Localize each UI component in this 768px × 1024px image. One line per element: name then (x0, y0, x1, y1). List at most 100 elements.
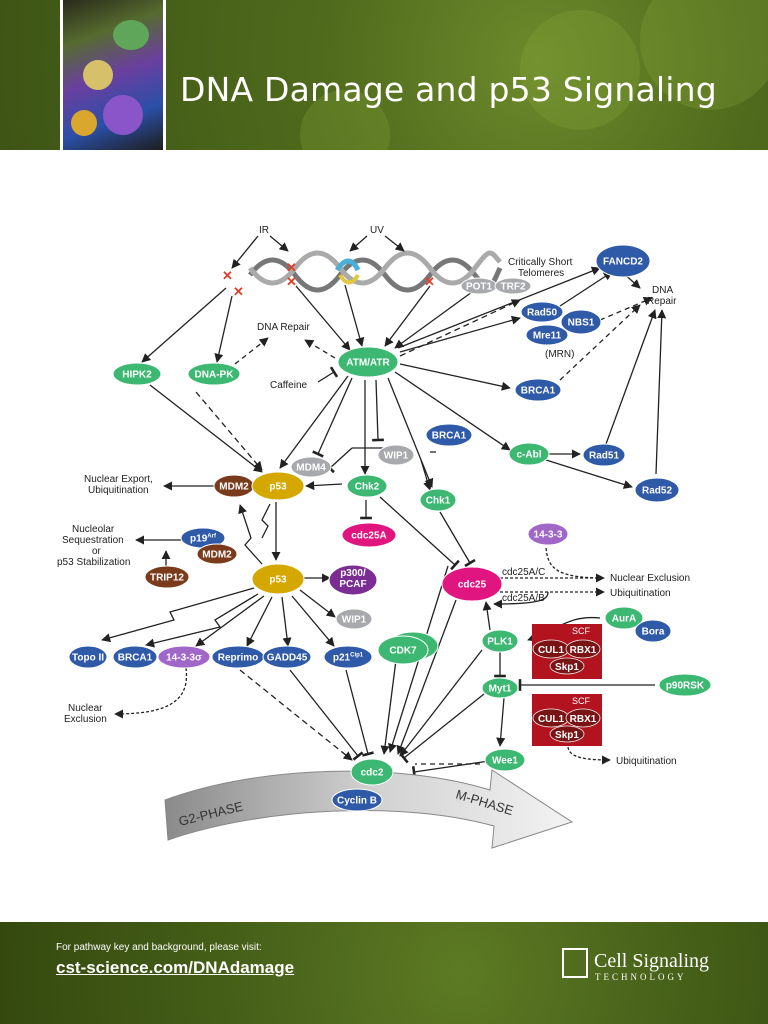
node-label: PLK1 (487, 637, 513, 648)
node-label: BRCA1 (118, 653, 153, 664)
node-label: AurA (612, 614, 636, 625)
node-fourteen33s: 14-3-3σ (157, 645, 211, 669)
node-label: Bora (642, 627, 665, 638)
nucleolar-label-1: Nucleolar (72, 524, 115, 535)
nuclear-export-label-1: Nuclear Export, (84, 474, 153, 485)
pathway-diagram: ✕✕ ✕✕✕ (57, 225, 712, 849)
node-aura: AurA (604, 606, 644, 630)
node-plk1: PLK1 (481, 629, 519, 653)
node-label: p53 (269, 482, 287, 493)
pathway-link[interactable]: cst-science.com/DNAdamage (56, 958, 295, 977)
node-label: Cyclin B (337, 796, 377, 807)
svg-text:✕: ✕ (286, 274, 297, 289)
node-p53-b: p53 (251, 563, 305, 595)
scf-complex-1: SCF CUL1 RBX1 Skp1 (532, 624, 602, 679)
node-p300: p300/PCAF (328, 564, 378, 596)
node-p19arf: p19Arf (180, 527, 226, 549)
node-label: p53 (269, 575, 287, 586)
node-label: Reprimo (218, 653, 259, 664)
ubiquitination-label-2: Ubiquitination (616, 756, 677, 767)
node-p90rsk: p90RSK (658, 673, 712, 697)
caffeine-label: Caffeine (270, 380, 308, 391)
node-label: Topo II (72, 653, 104, 664)
node-label: BRCA1 (432, 431, 467, 442)
node-p21: p21Cip1 (323, 645, 373, 669)
node-mdm2-b: MDM2 (196, 543, 238, 565)
node-label: 14-3-3 (534, 530, 563, 541)
svg-text:✕: ✕ (286, 260, 297, 275)
dna-repair-right-label-1: DNA (652, 285, 673, 296)
node-label: MDM2 (202, 550, 232, 561)
svg-text:CUL1: CUL1 (538, 645, 565, 656)
node-reprimo: Reprimo (211, 645, 265, 669)
nucleolar-label-3: or (92, 546, 102, 557)
node-dnapk: DNA-PK (187, 362, 241, 386)
footer-banner (0, 922, 768, 1024)
node-label: MDM4 (296, 463, 326, 474)
node-brca1-low: BRCA1 (112, 645, 158, 669)
svg-text:SCF: SCF (572, 696, 591, 706)
node-label: Rad50 (527, 308, 557, 319)
node-label: MDM2 (219, 482, 249, 493)
node-label: p21Cip1 (333, 653, 364, 664)
svg-text:✕: ✕ (222, 268, 233, 283)
scf-complex-2: SCF CUL1 RBX1 Skp1 (532, 694, 602, 746)
cdc25ac-label: cdc25A/C (502, 567, 545, 578)
node-brca1-mid: BRCA1 (425, 423, 473, 447)
node-label: Chk1 (426, 496, 451, 507)
annotation-labels: IR UV Critically Short Telomeres DNA Rep… (57, 225, 690, 767)
critically-short-label: Critically Short (508, 257, 573, 268)
node-cdc2: cdc2 (350, 758, 394, 786)
page-title: DNA Damage and p53 Signaling (180, 70, 717, 109)
svg-text:✕: ✕ (424, 274, 435, 289)
node-wip1-b: WIP1 (335, 608, 373, 630)
node-label: cdc2 (361, 768, 384, 779)
ir-label: IR (259, 225, 269, 236)
brand-name: Cell Signaling (594, 950, 709, 972)
nucleolar-label-2: Sequestration (62, 535, 124, 546)
node-label: p300/ (340, 568, 366, 579)
node-cdc25: cdc25 (441, 566, 503, 602)
node-label: Rad51 (589, 451, 619, 462)
nuclear-exclusion-left-1: Nuclear (68, 703, 103, 714)
node-cyclinb: Cyclin B (331, 788, 383, 812)
node-chk1: Chk1 (419, 488, 457, 512)
node-label: TRIP12 (150, 573, 184, 584)
node-label: ATM/ATR (346, 358, 390, 369)
node-label: Wee1 (492, 756, 518, 767)
node-rad50: Rad50 (520, 301, 564, 323)
node-label: c-Abl (517, 450, 542, 461)
node-mdm4: MDM4 (290, 456, 332, 478)
brand-subtitle: TECHNOLOGY (595, 972, 687, 982)
node-fourteen33: 14-3-3 (527, 522, 569, 546)
node-label: CDK7 (389, 646, 417, 657)
node-gadd45: GADD45 (262, 645, 312, 669)
node-cabl: c-Abl (508, 442, 550, 466)
node-label: TRF2 (501, 282, 526, 293)
node-label: cdc25 (458, 580, 487, 591)
node-label: Myt1 (489, 684, 512, 695)
cdc25b-label: cdc25A/B (502, 593, 545, 604)
node-topo2: Topo II (68, 645, 108, 669)
node-label: BRCA1 (521, 386, 556, 397)
nuclear-exclusion-left-2: Exclusion (64, 714, 107, 725)
node-label: PCAF (339, 579, 366, 590)
node-fancd2: FANCD2 (595, 244, 651, 278)
node-label: NBS1 (568, 318, 595, 329)
svg-text:CUL1: CUL1 (538, 714, 565, 725)
node-mdm2-a: MDM2 (213, 474, 255, 498)
uv-label: UV (370, 225, 384, 236)
svg-text:Skp1: Skp1 (555, 662, 579, 673)
header-banner: DNA Damage and p53 Signaling (0, 0, 768, 150)
node-trf2: TRF2 (494, 277, 532, 295)
node-label: HIPK2 (122, 370, 152, 381)
dna-helix (248, 250, 503, 293)
node-label: GADD45 (267, 653, 308, 664)
node-rad52: Rad52 (634, 477, 680, 503)
node-atm-atr: ATM/ATR (337, 346, 399, 378)
node-label: p19Arf (190, 534, 217, 545)
node-nbs1: NBS1 (560, 309, 602, 335)
node-label: WIP1 (342, 615, 367, 626)
node-label: FANCD2 (603, 257, 643, 268)
node-trip12: TRIP12 (144, 565, 190, 589)
